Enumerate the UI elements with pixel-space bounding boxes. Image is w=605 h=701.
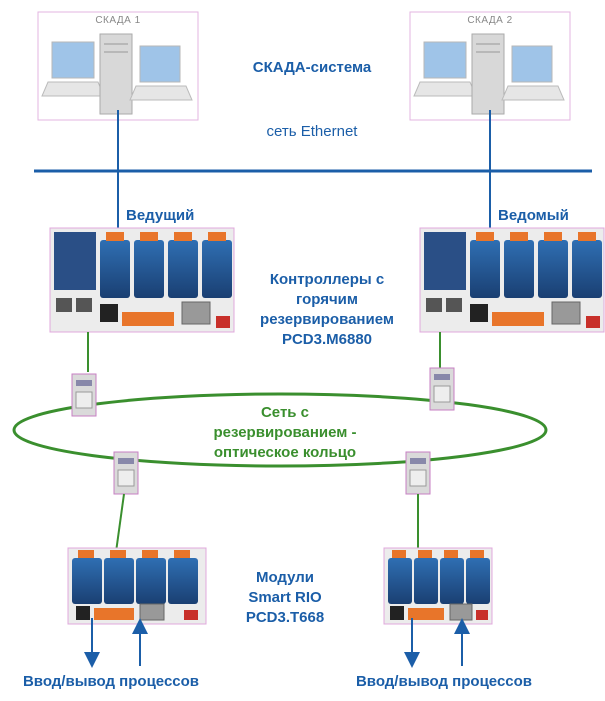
ring-desc-line-1: Сеть с xyxy=(260,404,310,421)
ring-description: Сеть с резервированием - оптическое коль… xyxy=(190,403,380,463)
ring-desc-line-2: резервированием - xyxy=(213,424,357,441)
ring-desc-line-3: оптическое кольцо xyxy=(213,444,357,461)
controllers-description: Контроллеры с горячим резервированием PC… xyxy=(232,270,422,350)
modules-desc-line-1: Модули xyxy=(255,569,315,586)
optical-ring xyxy=(12,392,548,468)
scada-station-1-label: СКАДА 1 xyxy=(95,15,141,26)
scada-station-1 xyxy=(37,11,199,121)
scada-system-label: СКАДА-система xyxy=(252,59,372,76)
switch-bottom-left xyxy=(113,451,139,495)
ethernet-label: сеть Ethernet xyxy=(266,123,358,140)
switch-bottom-right xyxy=(405,451,431,495)
controllers-desc-line-1: Контроллеры с xyxy=(269,271,385,288)
io-label-left: Ввод/вывод процессов xyxy=(22,673,200,690)
modules-desc-line-2: Smart RIO xyxy=(248,589,322,606)
rio-module-right xyxy=(383,547,493,625)
controllers-desc-line-4: PCD3.M6880 xyxy=(281,331,373,348)
slave-controller xyxy=(419,227,605,333)
link-switch-rio-left xyxy=(115,493,125,553)
slave-label: Ведомый xyxy=(498,207,569,224)
scada-station-2 xyxy=(409,11,571,121)
master-label: Ведущий xyxy=(126,207,195,224)
scada-station-2-label: СКАДА 2 xyxy=(467,15,513,26)
io-label-right: Ввод/вывод процессов xyxy=(355,673,533,690)
modules-description: Модули Smart RIO PCD3.T668 xyxy=(205,568,365,628)
controllers-desc-line-2: горячим xyxy=(296,291,358,308)
switch-top-left xyxy=(71,373,97,417)
modules-desc-line-3: PCD3.T668 xyxy=(245,609,325,626)
rio-module-left xyxy=(67,547,207,625)
switch-top-right xyxy=(429,367,455,411)
master-controller xyxy=(49,227,235,333)
controllers-desc-line-3: резервированием xyxy=(260,311,394,328)
